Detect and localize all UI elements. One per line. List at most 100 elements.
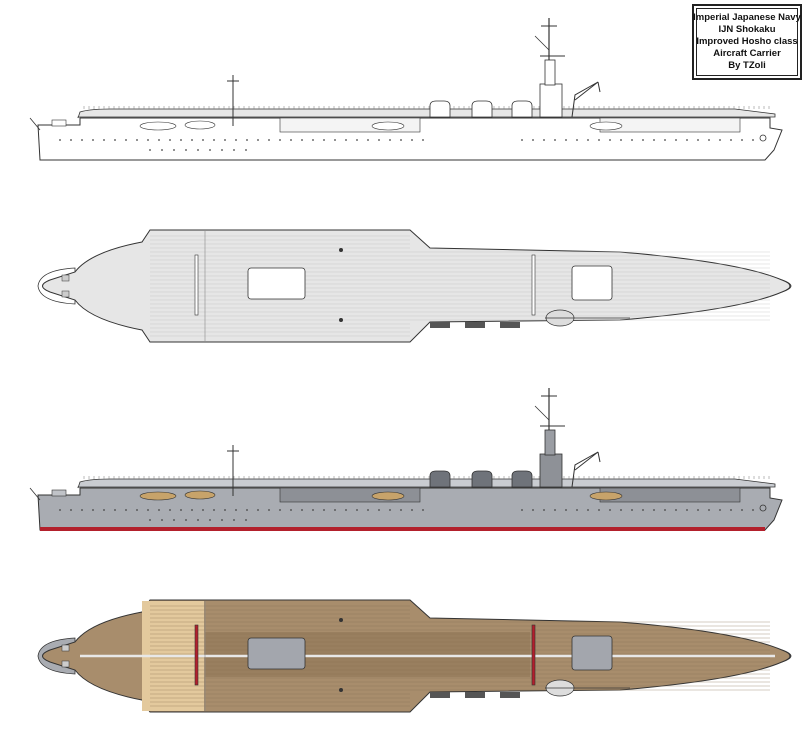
porthole [367, 139, 369, 141]
porthole [169, 509, 171, 511]
funnel-sponson [500, 322, 520, 328]
porthole [125, 509, 127, 511]
porthole [521, 139, 523, 141]
lifeboat [371, 491, 405, 501]
porthole [719, 509, 721, 511]
porthole [103, 139, 105, 141]
porthole [356, 139, 358, 141]
porthole [202, 139, 204, 141]
porthole [411, 139, 413, 141]
funnel-sponson [430, 322, 450, 328]
porthole [70, 139, 72, 141]
porthole [730, 509, 732, 511]
title-line-navy: Imperial Japanese Navy [693, 12, 801, 23]
porthole [367, 509, 369, 511]
porthole [686, 139, 688, 141]
funnel-sponson [500, 692, 520, 698]
aft-elevator [571, 635, 613, 671]
porthole [191, 139, 193, 141]
porthole [114, 139, 116, 141]
porthole [708, 139, 710, 141]
mast-base [339, 248, 343, 252]
porthole [59, 509, 61, 511]
porthole [233, 149, 235, 151]
porthole [125, 139, 127, 141]
title-line-class: Improved Hosho class [696, 36, 798, 47]
porthole [565, 509, 567, 511]
porthole [378, 509, 380, 511]
porthole [213, 509, 215, 511]
lifeboat [589, 491, 623, 501]
island-tower [544, 59, 556, 86]
porthole [149, 519, 151, 521]
porthole [378, 139, 380, 141]
porthole [323, 139, 325, 141]
porthole [136, 509, 138, 511]
side-profile-colored [29, 388, 783, 531]
porthole [741, 139, 743, 141]
porthole [268, 509, 270, 511]
porthole [279, 139, 281, 141]
title-line-ship-name: IJN Shokaku [718, 24, 776, 35]
porthole [664, 509, 666, 511]
stern-gun [51, 119, 67, 127]
flight-deck [77, 478, 776, 489]
lifeboat [139, 491, 177, 501]
porthole [245, 519, 247, 521]
flight-deck [77, 108, 776, 119]
porthole [741, 509, 743, 511]
porthole [197, 519, 199, 521]
porthole [92, 139, 94, 141]
porthole [70, 509, 72, 511]
porthole [565, 139, 567, 141]
funnel [429, 470, 451, 488]
porthole [224, 139, 226, 141]
porthole [675, 509, 677, 511]
porthole [103, 509, 105, 511]
porthole [642, 509, 644, 511]
title-line-author: By TZoli [728, 60, 766, 71]
porthole [554, 139, 556, 141]
mast-base [339, 318, 343, 322]
porthole [81, 139, 83, 141]
porthole [224, 509, 226, 511]
porthole [173, 519, 175, 521]
porthole [411, 509, 413, 511]
porthole [180, 509, 182, 511]
anchor-hawse [759, 504, 767, 512]
porthole [149, 149, 151, 151]
porthole [147, 509, 149, 511]
flight-deck-plan [42, 229, 791, 343]
funnel-sponson [430, 692, 450, 698]
porthole [521, 509, 523, 511]
porthole [279, 509, 281, 511]
funnel [471, 470, 493, 488]
mast-strut [534, 35, 550, 51]
title-line-type: Aircraft Carrier [713, 48, 781, 59]
stern-fitting [61, 644, 70, 652]
stern-fitting [61, 660, 70, 668]
porthole [532, 139, 534, 141]
porthole [664, 139, 666, 141]
mast-base [339, 618, 343, 622]
porthole [708, 509, 710, 511]
anchor-hawse [759, 134, 767, 142]
arresting-barrier [531, 624, 536, 686]
porthole [185, 149, 187, 151]
porthole [235, 509, 237, 511]
plan-view-colored [37, 599, 792, 713]
porthole [334, 509, 336, 511]
crane [571, 451, 601, 488]
porthole [301, 509, 303, 511]
porthole [422, 139, 424, 141]
porthole [92, 509, 94, 511]
porthole [169, 139, 171, 141]
porthole [653, 139, 655, 141]
island-tower [544, 429, 556, 456]
forward-elevator [247, 267, 306, 300]
porthole [209, 149, 211, 151]
porthole [161, 149, 163, 151]
porthole [543, 509, 545, 511]
lifeboat [184, 490, 216, 500]
